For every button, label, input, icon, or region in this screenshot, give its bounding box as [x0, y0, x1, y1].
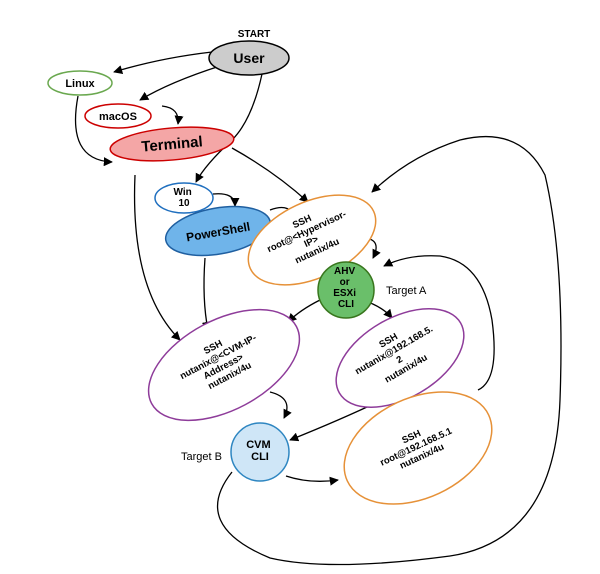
node-win10: Win 10 — [154, 182, 214, 214]
target-b-label: Target B — [181, 451, 222, 463]
edge-ahv-ssh-cvm — [287, 299, 321, 323]
node-ahv-cli: AHV or ESXi CLI — [317, 261, 375, 319]
edge-ssh-192-1-ahv-loop — [383, 255, 495, 391]
node-ssh-cvm-ip-shape — [147, 308, 301, 422]
edge-cvm-cli-loop-ssh-hypervisor — [216, 136, 562, 566]
edge-win10-powershell — [212, 193, 240, 207]
node-ssh-192-2-shape — [335, 308, 465, 408]
node-powershell: PowerShell — [164, 205, 272, 257]
edges — [74, 51, 562, 566]
node-ahv-cli-label: AHV or ESXi CLI — [333, 266, 359, 310]
node-user-label: User — [233, 50, 265, 66]
node-macos-shape — [84, 103, 152, 129]
edge-ssh-cvm-cvm-cli — [269, 391, 292, 419]
node-cvm-cli: CVM CLI — [230, 422, 290, 482]
node-linux: Linux — [47, 70, 113, 96]
node-macos: macOS — [84, 103, 152, 129]
edge-macos-terminal — [161, 105, 184, 125]
edge-user-macos — [139, 65, 221, 101]
node-macos-label: macOS — [99, 111, 137, 123]
node-linux-shape — [47, 70, 113, 96]
start-label: START — [238, 29, 271, 40]
edge-linux-terminal — [74, 95, 113, 167]
node-ssh-cvm-ip: SSH nutanix@<CVM-IP- Address> nutanix/4u — [147, 308, 301, 422]
node-cvm-cli-label: CVM CLI — [246, 439, 274, 463]
edge-user-linux — [113, 51, 213, 74]
node-user: User — [208, 40, 290, 76]
edge-terminal-ssh-cvm — [133, 174, 181, 341]
node-terminal-label: Terminal — [141, 133, 204, 155]
node-cvm-cli-shape — [230, 422, 290, 482]
node-ssh-192-2: SSH nutanix@192.168.5. 2 nutanix/4u — [335, 308, 465, 408]
target-a-label: Target A — [386, 285, 427, 297]
node-win10-label: Win 10 — [173, 187, 194, 209]
node-linux-label: Linux — [65, 78, 95, 90]
node-ssh-192-1-shape — [343, 391, 493, 505]
node-ssh-192-1: SSH root@192.168.5.1 nutanix/4u — [343, 391, 493, 505]
node-user-shape — [208, 40, 290, 76]
edge-cvm-cli-ssh-192-1 — [285, 475, 339, 486]
edge-powershell-ssh-cvm — [201, 257, 211, 331]
node-terminal: Terminal — [109, 126, 235, 162]
edge-terminal-ssh-hypervisor — [231, 147, 309, 203]
node-win10-shape — [154, 182, 214, 214]
node-ahv-cli-shape — [317, 261, 375, 319]
node-terminal-shape — [109, 126, 235, 162]
